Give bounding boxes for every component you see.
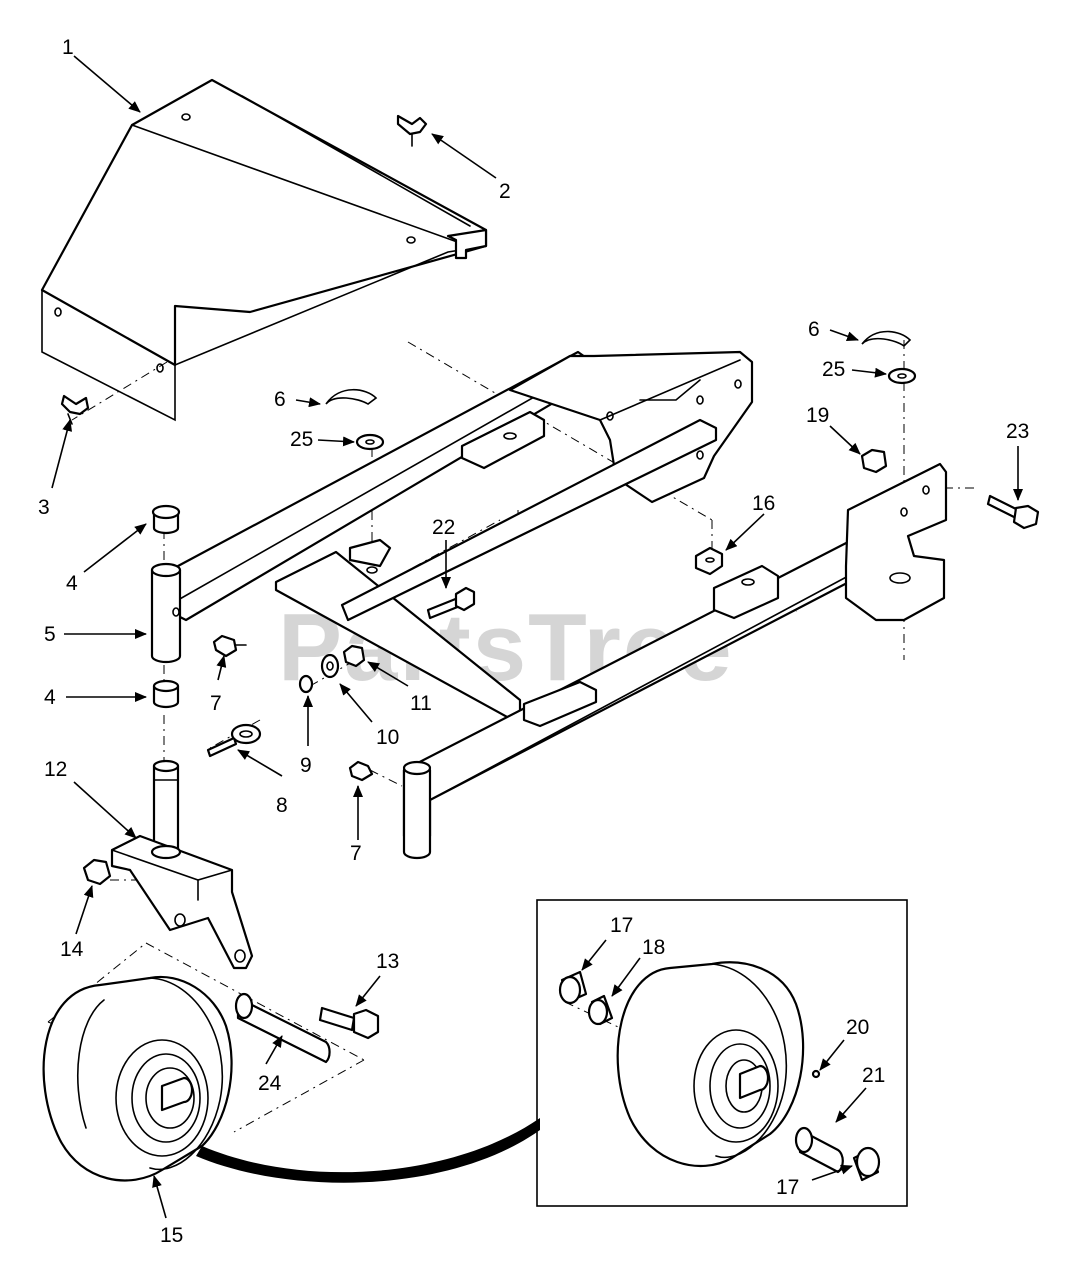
deck-frame	[150, 350, 948, 860]
hairpin-clip-left	[325, 389, 378, 405]
callouts: 1 2 3 4 4 5 6 6 7 7 8 9 10 11 12 13 14	[38, 36, 1029, 1247]
leader-25a	[317, 436, 355, 447]
leader-20	[819, 1039, 845, 1071]
leader-8	[237, 749, 283, 777]
flange-bushing-top	[151, 504, 181, 535]
flat-washer-right	[887, 367, 917, 385]
shoulder-bolt-13	[318, 1006, 380, 1040]
leader-3	[51, 419, 73, 489]
leader-18	[611, 957, 641, 997]
grease-fitting-left	[212, 634, 247, 658]
callout-17b: 17	[776, 1176, 799, 1199]
callout-20: 20	[846, 1016, 869, 1039]
flat-washer-left	[355, 433, 385, 451]
callout-13: 13	[376, 950, 399, 973]
callout-1: 1	[62, 36, 74, 59]
callout-4a: 4	[66, 572, 78, 595]
square-nut-16	[694, 546, 724, 576]
deflector-shield	[40, 78, 488, 422]
caster-wheel	[42, 975, 233, 1182]
hairpin-clip-right	[861, 330, 912, 348]
lock-nut-14	[82, 858, 112, 886]
callout-11: 11	[410, 692, 432, 715]
leader-6b	[829, 329, 859, 342]
wheel-detail-inset	[536, 899, 908, 1207]
leader-10	[339, 683, 373, 723]
bearing-cap-17-bottom	[852, 1146, 881, 1182]
bearing-cap-17-top	[558, 970, 588, 1005]
leader-14	[75, 885, 94, 935]
caster-yoke	[110, 759, 254, 970]
flange-bushing-bottom	[152, 679, 180, 709]
callout-16: 16	[752, 492, 775, 515]
inset-frame	[536, 899, 908, 1207]
leader-6a	[295, 397, 321, 408]
callout-15: 15	[160, 1224, 183, 1247]
callout-5: 5	[44, 623, 56, 646]
leader-2	[431, 133, 497, 179]
bearing-sleeve-21	[794, 1126, 844, 1174]
callout-25b: 25	[822, 358, 845, 381]
callout-9: 9	[300, 754, 312, 777]
leader-13	[355, 975, 381, 1007]
flange-nut-19	[860, 448, 888, 474]
leader-19	[829, 425, 861, 455]
leader-17a	[581, 939, 607, 971]
wing-knob-side	[60, 394, 90, 425]
leader-1	[73, 55, 141, 113]
callout-19: 19	[806, 404, 829, 427]
callout-10: 10	[376, 726, 399, 749]
callout-2: 2	[499, 180, 511, 203]
callout-8: 8	[276, 794, 288, 817]
lock-washer-9	[298, 674, 314, 694]
callout-7b: 7	[350, 842, 362, 865]
clevis-pin-8	[206, 723, 262, 758]
leader-11	[367, 661, 409, 687]
leader-24	[265, 1035, 283, 1065]
callout-4b: 4	[44, 686, 56, 709]
callout-24: 24	[258, 1072, 282, 1095]
grease-fitting-front	[348, 760, 374, 782]
leader-16	[725, 513, 765, 551]
callout-14: 14	[60, 938, 84, 961]
callout-6b: 6	[808, 318, 820, 341]
callout-12: 12	[44, 758, 67, 781]
leader-21	[835, 1087, 867, 1123]
callout-6a: 6	[274, 388, 286, 411]
callout-21: 21	[862, 1064, 885, 1087]
leader-15	[152, 1175, 167, 1219]
leader-25b	[851, 367, 887, 378]
bearing-18	[587, 994, 614, 1026]
axle-spacer-24	[234, 992, 331, 1064]
hex-bolt-23	[986, 494, 1040, 530]
callout-7a: 7	[210, 692, 222, 715]
grease-fitting-20	[811, 1069, 821, 1079]
wing-knob-top	[396, 114, 428, 147]
leader-17b	[811, 1164, 853, 1181]
leader-4a	[83, 523, 147, 573]
callout-25a: 25	[290, 428, 313, 451]
callout-22: 22	[432, 516, 455, 539]
callout-3: 3	[38, 496, 50, 519]
callout-17a: 17	[610, 914, 633, 937]
callout-23: 23	[1006, 420, 1029, 443]
hex-nut-11	[342, 644, 366, 668]
callout-18: 18	[642, 936, 665, 959]
inset-connector	[196, 1118, 540, 1183]
hex-bolt-22	[426, 586, 476, 620]
leader-12	[73, 781, 137, 839]
leader-7a	[216, 655, 227, 681]
flat-washer-10	[320, 653, 340, 679]
